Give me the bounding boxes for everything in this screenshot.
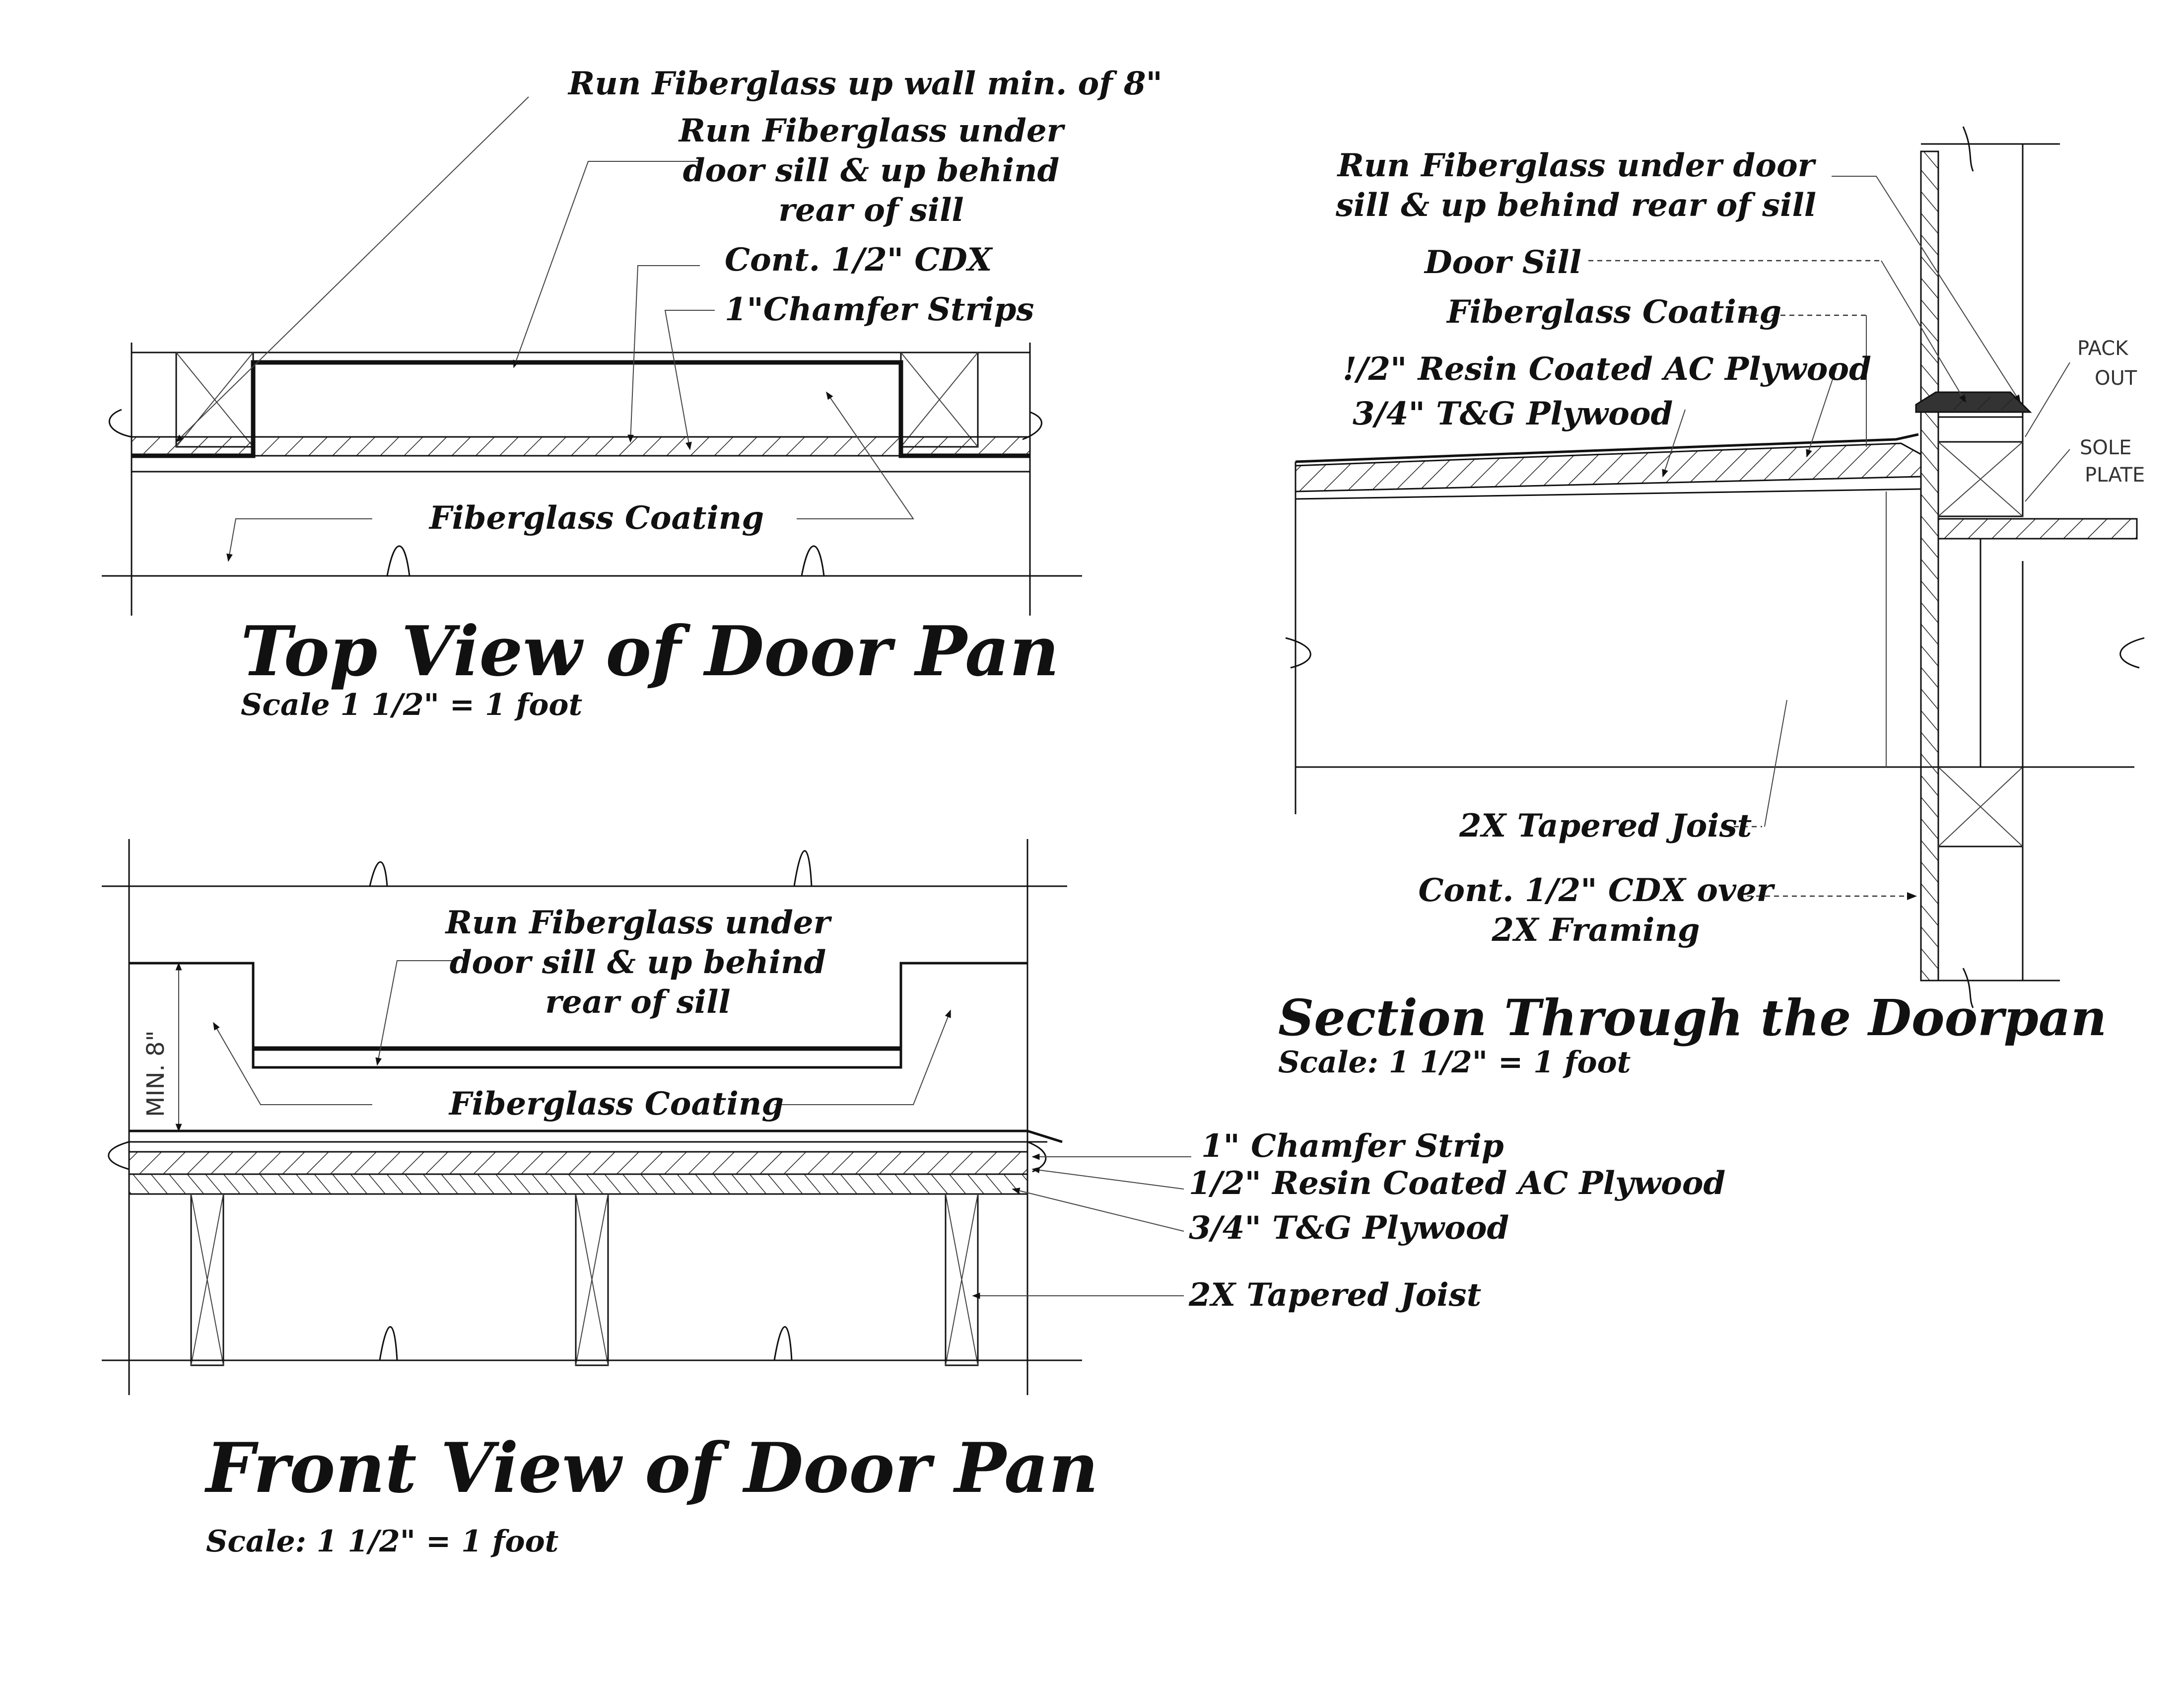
front-view-title: Front View of Door Pan — [204, 1427, 1098, 1508]
front-label-run-under-line2: door sill & up behind — [450, 944, 826, 981]
front-label-resin-ply: 1/2" Resin Coated AC Plywood — [1189, 1165, 1725, 1202]
front-label-coating: Fiberglass Coating — [448, 1085, 784, 1123]
front-dimension-min8: MIN. 8" — [142, 1030, 170, 1117]
section-view-scale: Scale: 1 1/2" = 1 foot — [1278, 1045, 1631, 1080]
front-label-chamfer: 1" Chamfer Strip — [1201, 1127, 1504, 1165]
section-label-run-under-line1: Run Fiberglass under door — [1337, 147, 1817, 184]
top-label-run-under-line2: door sill & up behind — [683, 152, 1060, 189]
front-view-scale: Scale: 1 1/2" = 1 foot — [206, 1524, 559, 1559]
section-label-tg-ply: 3/4" T&G Plywood — [1353, 395, 1673, 432]
section-label-run-under-line2: sill & up behind rear of sill — [1335, 187, 1816, 224]
top-label-chamfer: 1"Chamfer Strips — [725, 291, 1034, 328]
section-label-joist: 2X Tapered Joist — [1459, 807, 1752, 844]
section-hand-sole: SOLE — [2080, 436, 2131, 459]
section-label-coating: Fiberglass Coating — [1446, 293, 1781, 331]
front-view: MIN. 8" Run Fiberglass under door sill &… — [102, 839, 1725, 1559]
section-hand-pack: PACK — [2077, 337, 2129, 360]
section-hand-plate: PLATE — [2085, 464, 2145, 487]
front-label-tg-ply: 3/4" T&G Plywood — [1189, 1209, 1509, 1247]
section-label-resin-ply: !/2" Resin Coated AC Plywood — [1343, 351, 1871, 388]
section-view: Run Fiberglass under door sill & up behi… — [1278, 126, 2145, 1080]
top-view: Run Fiberglass up wall min. of 8" Run Fi… — [102, 65, 1162, 722]
section-label-cdx-line1: Cont. 1/2" CDX over — [1418, 872, 1775, 909]
top-label-run-up-wall: Run Fiberglass up wall min. of 8" — [567, 65, 1162, 102]
section-label-door-sill: Door Sill — [1424, 244, 1581, 281]
front-label-run-under-line3: rear of sill — [545, 984, 730, 1021]
section-hand-out: OUT — [2095, 367, 2137, 390]
front-label-joist: 2X Tapered Joist — [1188, 1276, 1481, 1314]
top-label-run-under-line1: Run Fiberglass under — [678, 112, 1066, 149]
top-label-cdx: Cont. 1/2" CDX — [725, 241, 993, 279]
section-view-title: Section Through the Doorpan — [1278, 988, 2107, 1047]
front-label-run-under-line1: Run Fiberglass under — [445, 904, 832, 941]
section-label-cdx-line2: 2X Framing — [1491, 912, 1700, 949]
top-label-coating: Fiberglass Coating — [428, 499, 764, 537]
top-view-scale: Scale 1 1/2" = 1 foot — [241, 688, 582, 722]
top-view-title: Top View of Door Pan — [241, 611, 1059, 692]
top-label-run-under-line3: rear of sill — [778, 192, 963, 229]
